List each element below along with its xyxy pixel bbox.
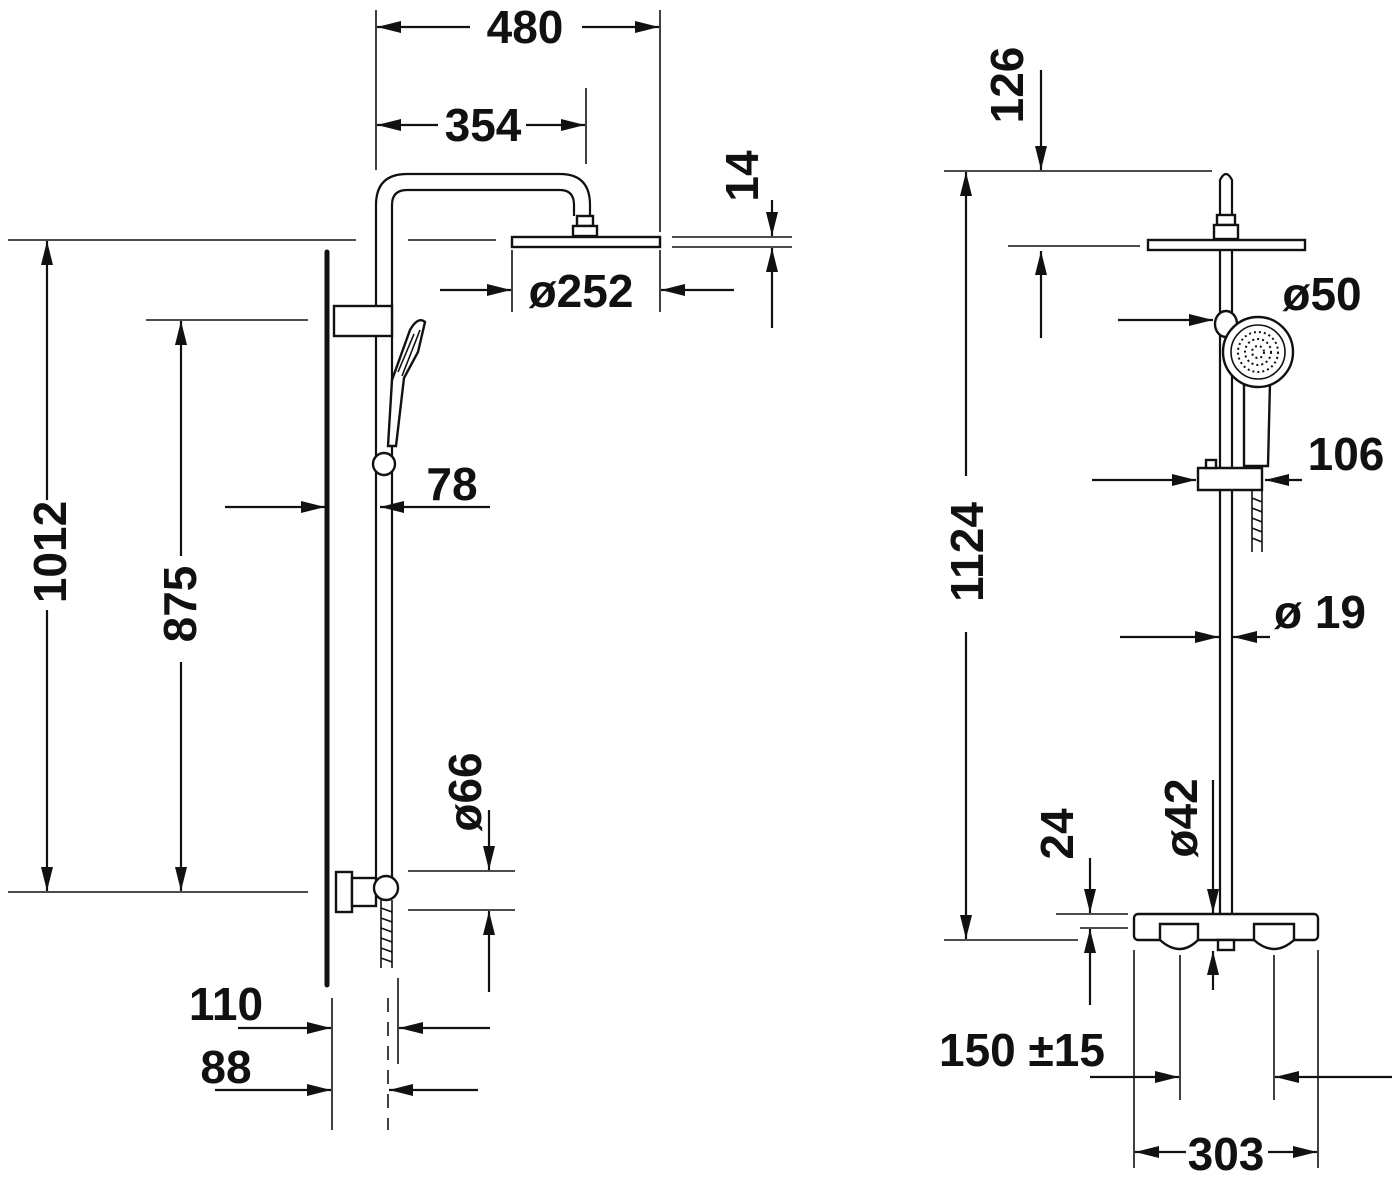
dim-connection-spacing: 150 ±15 — [939, 1024, 1105, 1076]
hand-shower-front — [1196, 309, 1295, 552]
outlet-fitting — [334, 870, 400, 968]
dim-bar-height: 875 — [154, 566, 206, 643]
riser-pipe — [374, 172, 592, 880]
thermostat-mixer — [1132, 912, 1320, 952]
dim-wall-depth-min: 88 — [200, 1041, 251, 1093]
dim-mixer-thickness: 24 — [1031, 808, 1083, 860]
dim-mixer-width: 303 — [1188, 1128, 1265, 1180]
dim-total-width: 480 — [487, 1, 564, 53]
dim-overall-height: 1012 — [24, 501, 76, 603]
dim-head-thickness: 14 — [716, 150, 768, 202]
dim-arm-reach: 354 — [445, 99, 522, 151]
dim-handshower-diameter: ø50 — [1282, 268, 1361, 320]
dim-wall-depth-max: 110 — [189, 978, 263, 1030]
shower-rail — [1146, 172, 1307, 915]
dim-holder-width: 106 — [1308, 428, 1385, 480]
dim-top-clearance: 126 — [981, 47, 1033, 124]
overhead-shower — [510, 214, 662, 249]
dim-front-overall-height: 1124 — [941, 502, 993, 602]
hand-shower-side — [371, 319, 427, 477]
dim-bar-offset: 78 — [426, 458, 477, 510]
dim-rail-diameter: ø 19 — [1274, 586, 1366, 638]
side-view: 480 354 14 ø252 1012 875 78 — [8, 1, 792, 1130]
front-view: 126 1124 ø50 106 ø 19 24 ø42 1 — [939, 47, 1392, 1180]
dim-pipe-diameter: ø42 — [1155, 778, 1207, 857]
dim-head-diameter: ø252 — [529, 265, 634, 317]
upper-holder — [332, 304, 394, 338]
dim-outlet-diameter: ø66 — [439, 752, 491, 831]
